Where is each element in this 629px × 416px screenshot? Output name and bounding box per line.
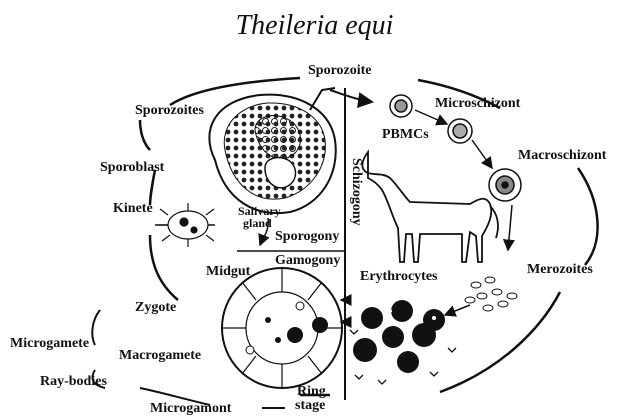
merozoite-cluster [465, 277, 517, 311]
diagram-title: Theileria equi [0, 10, 629, 42]
label-ray-bodies: Ray-bodies [40, 374, 107, 389]
label-sporozoite: Sporozoite [308, 63, 372, 78]
label-microschizont: Microschizont [435, 96, 520, 111]
label-midgut: Midgut [206, 264, 250, 279]
microgamete-connector [92, 310, 100, 345]
erythrocyte-cluster [350, 300, 456, 384]
sporozoite-arrow [330, 90, 372, 102]
salivary-gland-illustration [209, 88, 335, 213]
label-stage: stage [295, 398, 325, 413]
label-sporogony: Sporogony [275, 229, 339, 244]
label-merozoites: Merozoites [527, 262, 593, 277]
label-microgamete: Microgamete [10, 336, 89, 351]
midgut-illustration [222, 268, 342, 388]
label-erythrocytes: Erythrocytes [360, 269, 438, 284]
label-macroschizont: Macroschizont [518, 148, 606, 163]
label-microgamont: Microgamont [150, 401, 231, 416]
label-zygote: Zygote [135, 300, 176, 315]
label-kinete: Kinete [113, 201, 153, 216]
label-ring: Ring [297, 384, 326, 399]
label-macrogamete: Macrogamete [119, 348, 201, 363]
label-sporoblast: Sporoblast [100, 160, 164, 175]
kinete-illustration [158, 203, 214, 247]
label-pbmcs: PBMCs [382, 127, 429, 142]
label-gamogony: Gamogony [275, 253, 340, 268]
label-gland: gland [243, 217, 272, 229]
horse-illustration [362, 152, 498, 262]
label-schizogony: Schizogony [348, 158, 364, 226]
label-sporozoites: Sporozoites [135, 103, 204, 118]
